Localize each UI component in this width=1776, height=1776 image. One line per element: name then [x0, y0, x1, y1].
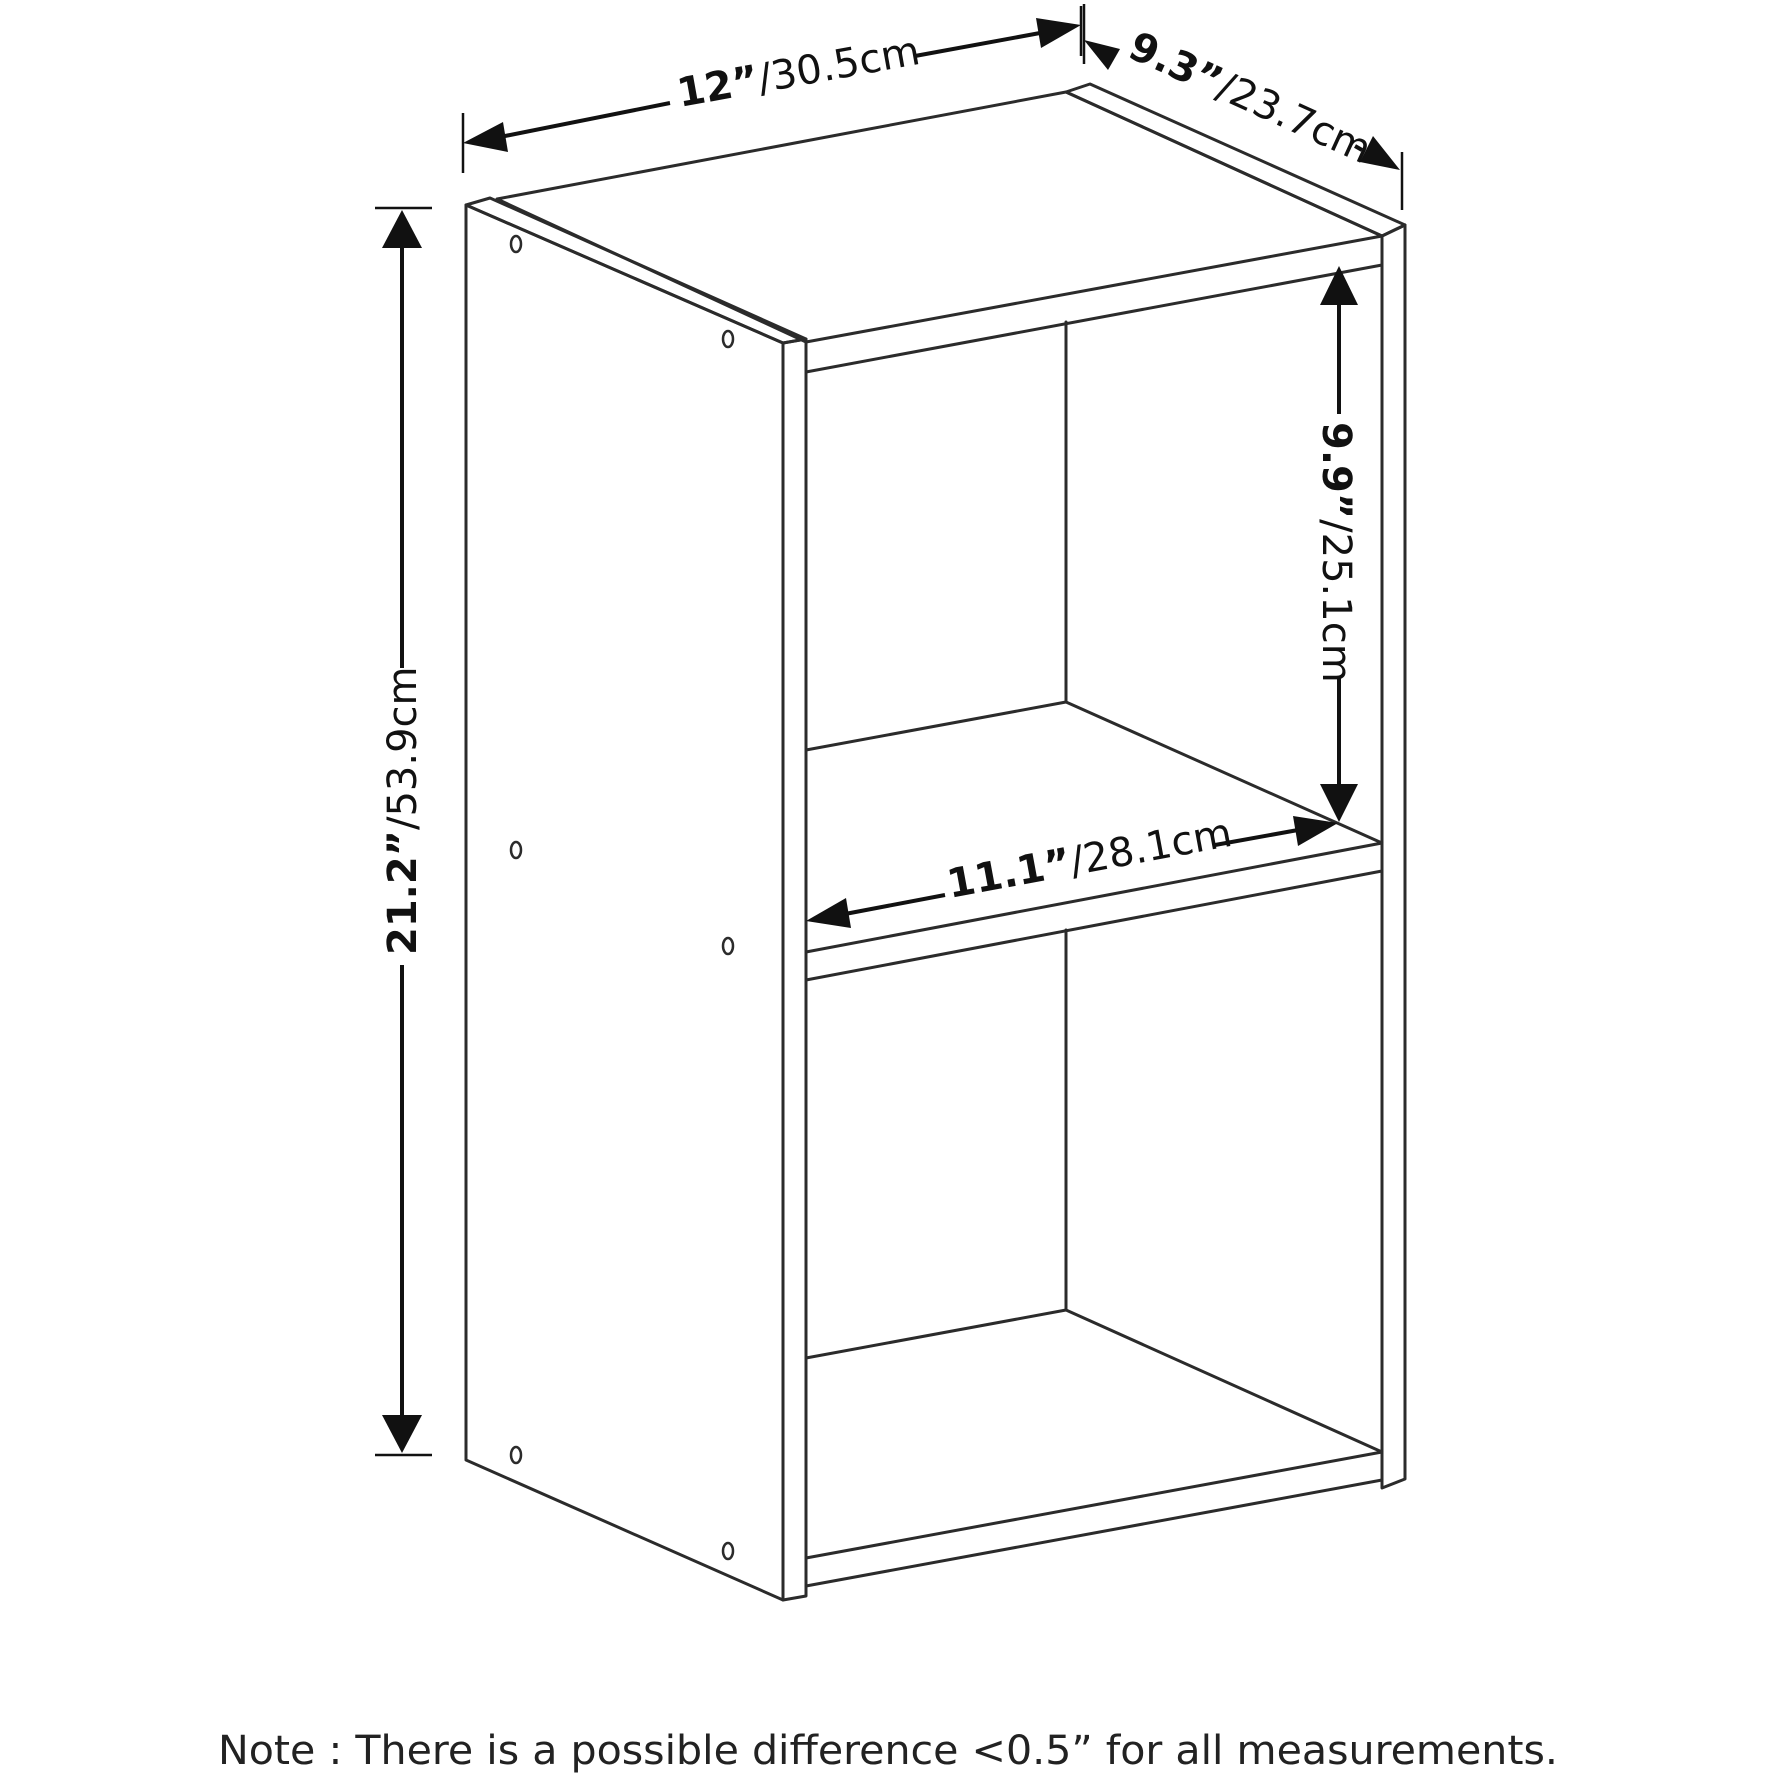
bookcase-outline	[464, 82, 1407, 1602]
shelf-width-metric: /28.1cm	[1066, 810, 1235, 885]
middle-shelf-front-bottom	[804, 869, 1384, 982]
width-arrow-left-segment	[499, 101, 671, 139]
left-side-panel	[464, 203, 785, 1602]
peg-hole	[721, 936, 735, 956]
height-arrowhead-bottom	[382, 1415, 422, 1453]
middle-shelf-front-top	[804, 841, 1384, 954]
shelf-height-arrowhead-top	[1320, 266, 1358, 305]
bottom-shelf-front-top	[804, 1450, 1384, 1560]
depth-inch: 9.3”	[1122, 23, 1229, 105]
depth-dimension: 9.3”/23.7cm	[1082, 4, 1404, 210]
width-metric: /30.5cm	[754, 28, 923, 102]
depth-metric: /23.7cm	[1210, 64, 1378, 174]
height-arrowhead-top	[382, 210, 422, 248]
width-inch: 12”	[674, 57, 763, 117]
peg-hole	[509, 1445, 523, 1465]
height-dimension: 21.2”/53.9cm	[375, 206, 432, 1457]
width-arrowhead-left	[463, 122, 508, 152]
height-metric: /53.9cm	[380, 667, 426, 831]
bottom-shelf-front-bottom	[804, 1478, 1384, 1588]
shelf-height-arrowhead-bottom	[1320, 784, 1358, 822]
height-label: 21.2”/53.9cm	[380, 667, 426, 955]
shelf-width-arrowhead-right	[1293, 816, 1338, 846]
shelf-height-dimension: 9.9”/25.1cm	[1313, 266, 1359, 822]
width-arrow-right-segment	[914, 31, 1041, 58]
shelf-width-dimension: 11.1”/28.1cm	[806, 810, 1338, 928]
shelf-height-metric: /25.1cm	[1313, 519, 1359, 683]
depth-label: 9.3”/23.7cm	[1122, 23, 1378, 173]
middle-shelf-back	[804, 700, 1068, 752]
peg-hole	[509, 234, 523, 254]
shelf-width-inch: 11.1”	[943, 840, 1074, 908]
height-inch: 21.2”	[380, 830, 426, 955]
shelf-width-left-segment	[844, 893, 946, 916]
width-label: 12”/30.5cm	[674, 28, 924, 117]
shelf-height-label: 9.9”/25.1cm	[1313, 422, 1359, 683]
shelf-width-right-segment	[1214, 828, 1299, 847]
depth-arrowhead-right	[1360, 136, 1400, 170]
width-arrowhead-right	[1036, 18, 1081, 48]
peg-hole	[509, 840, 523, 860]
shelf-width-arrowhead-left	[806, 898, 851, 928]
left-front-strip	[781, 337, 808, 1602]
right-front-strip	[1380, 223, 1407, 1490]
depth-arrowhead-left	[1084, 40, 1120, 70]
peg-hole	[721, 329, 735, 349]
bottom-shelf-back	[804, 1308, 1068, 1360]
measurement-note: Note : There is a possible difference <0…	[218, 1728, 1558, 1774]
shelf-width-label: 11.1”/28.1cm	[943, 810, 1235, 908]
shelf-height-inch: 9.9”	[1313, 422, 1359, 519]
top-panel	[495, 90, 1384, 344]
top-panel-front	[804, 263, 1384, 374]
left-front-edge	[464, 196, 808, 345]
peg-hole	[721, 1541, 735, 1561]
